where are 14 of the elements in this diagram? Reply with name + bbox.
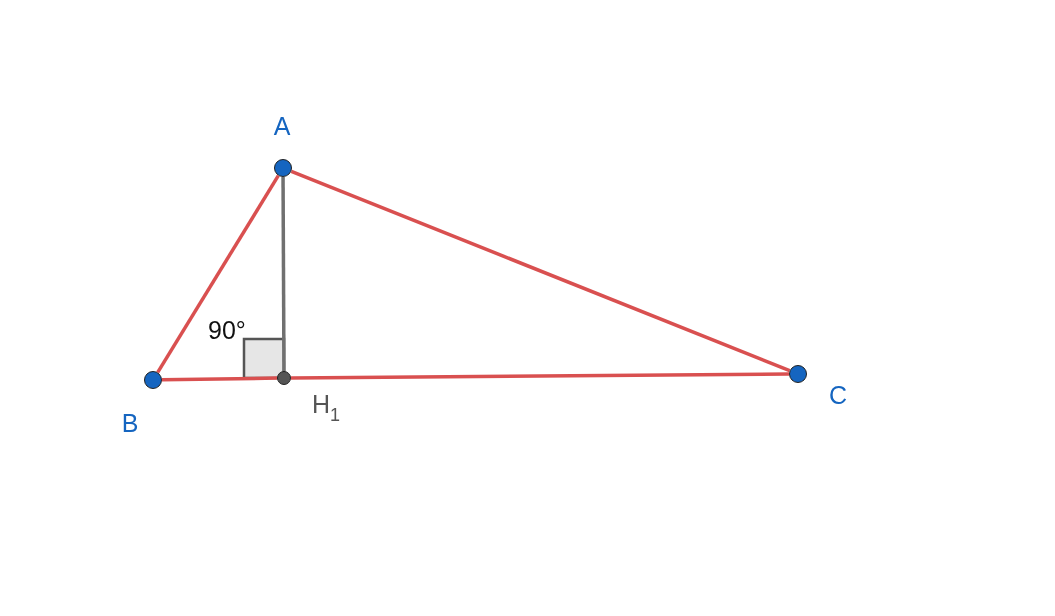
line-segment xyxy=(290,169,791,373)
line-segment xyxy=(161,376,278,382)
point-marker xyxy=(789,365,807,383)
point-marker xyxy=(274,159,292,177)
point-marker xyxy=(144,371,162,389)
angle-label: 90° xyxy=(208,318,246,343)
point-label: A xyxy=(273,113,291,139)
line-segment xyxy=(281,177,286,371)
line-segment xyxy=(156,174,280,374)
line-segment xyxy=(291,372,789,380)
point-marker xyxy=(277,371,291,385)
point-label: B xyxy=(121,410,139,436)
point-label: H$_{1}$ xyxy=(311,392,341,424)
point-label: C xyxy=(828,382,848,408)
